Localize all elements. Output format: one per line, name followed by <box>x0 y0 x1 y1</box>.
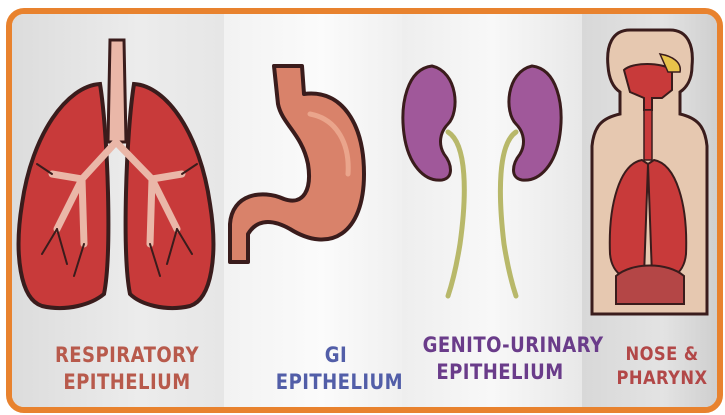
label-line-2: EPITHELIUM <box>423 359 578 386</box>
label-respiratory-epithelium: RESPIRATORY EPITHELIUM <box>45 342 208 396</box>
stomach-icon <box>230 66 364 262</box>
lungs-icon <box>19 40 214 308</box>
label-line-1: GENITO-URINARY <box>423 332 578 359</box>
label-line-1: RESPIRATORY <box>45 342 208 369</box>
label-line-1: GI <box>276 342 396 369</box>
label-nose-pharynx: NOSE & PHARYNX <box>607 342 717 391</box>
kidneys-icon <box>403 66 561 296</box>
illustration-frame: RESPIRATORY EPITHELIUM GI EPITHELIUM GEN… <box>6 8 723 413</box>
torso-respiratory-icon <box>592 30 707 314</box>
label-line-2: EPITHELIUM <box>276 369 396 396</box>
label-line-1: NOSE & <box>607 342 717 366</box>
label-gi-epithelium: GI EPITHELIUM <box>276 342 396 396</box>
label-line-2: EPITHELIUM <box>45 369 208 396</box>
label-line-2: PHARYNX <box>607 366 717 390</box>
label-genito-urinary-epithelium: GENITO-URINARY EPITHELIUM <box>423 332 578 386</box>
